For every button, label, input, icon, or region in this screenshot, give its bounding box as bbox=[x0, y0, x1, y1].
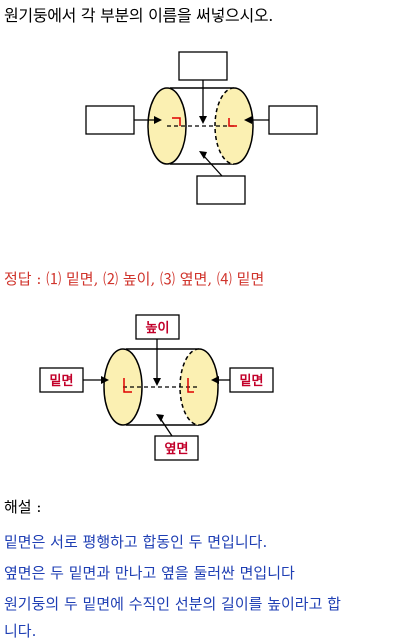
label-lateral: 옆면 bbox=[165, 441, 189, 457]
explanation-line-4: 니다. bbox=[4, 622, 37, 640]
question-text: 원기둥에서 각 부분의 이름을 써넣으시오. bbox=[4, 6, 274, 25]
label-height: 높이 bbox=[146, 320, 170, 336]
cylinder-diagram-answer: 높이 밑면 밑면 옆면 bbox=[39, 314, 274, 461]
answer-prefix: 정답 : bbox=[4, 270, 47, 288]
label-base-left: 밑면 bbox=[50, 373, 74, 389]
cylinder-diagram-question bbox=[85, 51, 318, 205]
explanation-heading: 해설 : bbox=[4, 498, 42, 516]
label-base-right: 밑면 bbox=[240, 373, 264, 389]
explanation-line-2: 옆면은 두 밑면과 만나고 옆을 둘러싼 면입니다 bbox=[4, 564, 295, 582]
answer-line: 정답 : ⑴ 밑면, ⑵ 높이, ⑶ 옆면, ⑷ 밑면 bbox=[4, 268, 264, 289]
answer-text: ⑴ 밑면, ⑵ 높이, ⑶ 옆면, ⑷ 밑면 bbox=[46, 270, 265, 288]
explanation-line-3: 원기둥의 두 밑면에 수직인 선분의 길이를 높이라고 합 bbox=[4, 595, 341, 613]
explanation-line-1: 밑면은 서로 평행하고 합동인 두 면입니다. bbox=[4, 533, 268, 551]
